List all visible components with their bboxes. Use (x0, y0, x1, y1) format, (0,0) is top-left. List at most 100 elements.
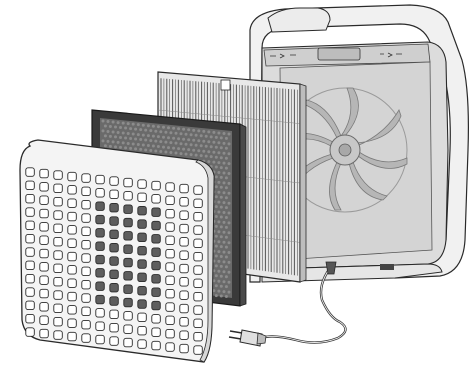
honeycomb-cell (225, 206, 228, 209)
honeycomb-cell (207, 160, 210, 163)
hepa-pull-tab (221, 80, 230, 90)
honeycomb-cell (142, 124, 145, 127)
honeycomb-cell (132, 133, 135, 136)
grille-hole (124, 298, 133, 307)
honeycomb-cell (223, 162, 226, 165)
honeycomb-cell (223, 270, 226, 273)
honeycomb-cell (223, 290, 226, 293)
honeycomb-cell (217, 240, 220, 243)
honeycomb-cell (217, 141, 220, 144)
honeycomb-cell (217, 211, 220, 214)
grille-hole (152, 341, 161, 350)
honeycomb-cell (132, 123, 135, 126)
honeycomb-cell (164, 151, 167, 154)
honeycomb-cell (195, 144, 198, 147)
honeycomb-cell (223, 201, 226, 204)
grille-hole (96, 229, 105, 238)
honeycomb-cell (197, 139, 200, 142)
grille-hole (138, 340, 147, 349)
honeycomb-cell (152, 145, 155, 148)
honeycomb-cell (215, 294, 218, 297)
grille-hole (138, 300, 147, 309)
honeycomb-cell (114, 126, 117, 129)
honeycomb-cell (225, 176, 228, 179)
honeycomb-cell (215, 255, 218, 258)
honeycomb-cell (217, 132, 220, 135)
honeycomb-cell (114, 145, 117, 148)
grille-hole (54, 237, 63, 246)
honeycomb-cell (175, 152, 178, 155)
grille-hole (26, 194, 35, 203)
grille-hole (82, 307, 91, 316)
honeycomb-cell (197, 129, 200, 132)
honeycomb-cell (200, 154, 203, 157)
honeycomb-cell (112, 121, 115, 124)
grille-hole (40, 289, 49, 298)
grille-hole (82, 214, 91, 223)
honeycomb-cell (217, 191, 220, 194)
honeycomb-cell (223, 241, 226, 244)
grille-hole (96, 175, 105, 184)
grille-hole (110, 257, 119, 266)
grille-hole (180, 331, 189, 340)
grille-hole (40, 223, 49, 232)
grille-hole (124, 205, 133, 214)
honeycomb-cell (190, 153, 193, 156)
plug-icon (229, 330, 266, 346)
grille-hole (194, 252, 203, 261)
honeycomb-cell (228, 162, 231, 165)
honeycomb-cell (225, 295, 228, 298)
honeycomb-cell (119, 136, 122, 139)
honeycomb-cell (122, 141, 125, 144)
grille-hole (54, 224, 63, 233)
honeycomb-cell (228, 172, 231, 175)
honeycomb-cell (144, 139, 147, 142)
grille-hole (138, 326, 147, 335)
honeycomb-cell (129, 147, 132, 150)
grille-hole (180, 318, 189, 327)
grille-hole (26, 288, 35, 297)
honeycomb-cell (223, 181, 226, 184)
grille-hole (124, 245, 133, 254)
honeycomb-cell (134, 138, 137, 141)
grille-hole (152, 301, 161, 310)
honeycomb-cell (104, 134, 107, 137)
honeycomb-cell (210, 145, 213, 148)
grille-hole (82, 200, 91, 209)
grille-hole (180, 264, 189, 273)
honeycomb-cell (228, 281, 231, 284)
honeycomb-cell (152, 125, 155, 128)
honeycomb-cell (102, 120, 105, 123)
honeycomb-cell (228, 152, 231, 155)
honeycomb-cell (223, 251, 226, 254)
honeycomb-cell (207, 140, 210, 143)
honeycomb-cell (124, 137, 127, 140)
grille-hole (166, 343, 175, 352)
grille-hole (82, 320, 91, 329)
honeycomb-cell (102, 129, 105, 132)
grille-hole (166, 223, 175, 232)
grille-hole (82, 334, 91, 343)
grille-hole (54, 317, 63, 326)
honeycomb-cell (192, 129, 195, 132)
grille-hole (68, 199, 77, 208)
grille-hole (166, 249, 175, 258)
honeycomb-cell (109, 125, 112, 128)
grille-hole (54, 264, 63, 273)
grille-hole (40, 263, 49, 272)
honeycomb-cell (134, 147, 137, 150)
honeycomb-cell (217, 250, 220, 253)
honeycomb-cell (157, 145, 160, 148)
honeycomb-cell (127, 142, 130, 145)
honeycomb-cell (139, 148, 142, 151)
honeycomb-cell (202, 140, 205, 143)
honeycomb-cell (149, 149, 152, 152)
honeycomb-cell (220, 186, 223, 189)
honeycomb-cell (225, 265, 228, 268)
grille-hole (68, 239, 77, 248)
honeycomb-cell (215, 264, 218, 267)
honeycomb-cell (172, 147, 175, 150)
grille-hole (82, 254, 91, 262)
honeycomb-cell (154, 140, 157, 143)
honeycomb-cell (217, 260, 220, 263)
